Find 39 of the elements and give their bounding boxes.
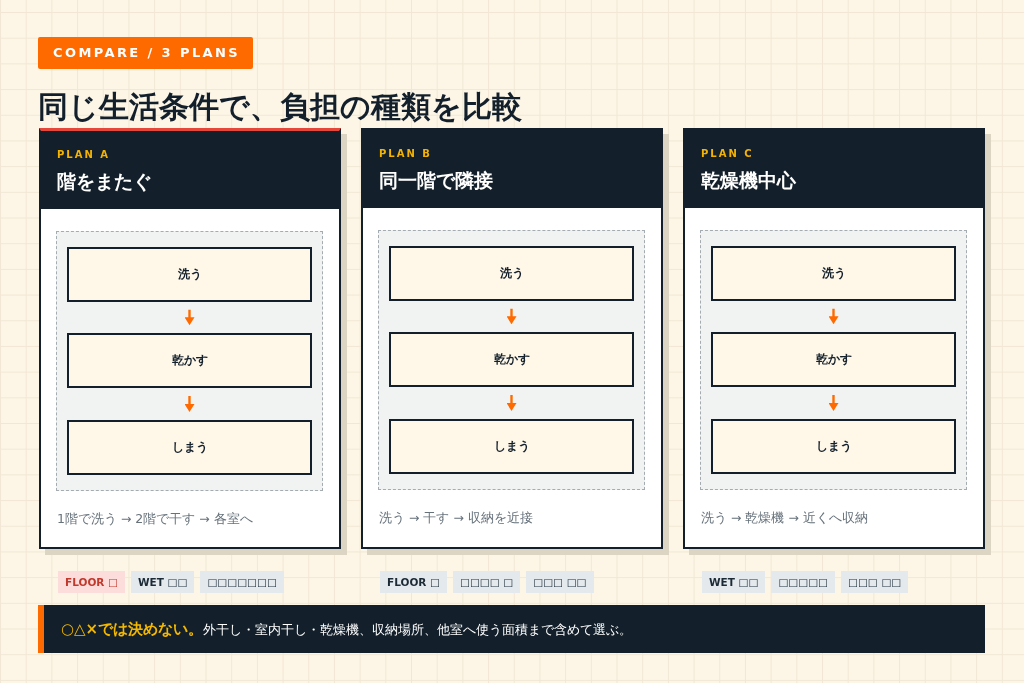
arrow <box>184 309 195 326</box>
page-title: 同じ生活条件で、負担の種類を比較 <box>38 89 522 125</box>
flow-panel <box>56 231 323 491</box>
flow-summary: 洗う → 乾燥機 → 近くへ収納 <box>701 510 868 527</box>
tag: FLOOR □ <box>380 571 447 593</box>
process-box: 洗う <box>389 246 634 301</box>
arrow <box>506 395 517 411</box>
process-box: 乾かす <box>67 333 312 388</box>
plan-title: 乾燥機中心 <box>701 168 796 193</box>
tag: WET □□ <box>131 571 195 593</box>
process-box: 乾かす <box>711 332 956 387</box>
flow-summary: 洗う → 干す → 収納を近接 <box>379 510 533 527</box>
plan-label: PLAN C <box>701 148 754 159</box>
tag: □□□ □□ <box>841 571 909 593</box>
process-box: 洗う <box>67 247 312 302</box>
plan-label: PLAN B <box>379 148 432 159</box>
flow-panel <box>378 230 645 490</box>
tag: □□□□□□□ <box>200 571 284 593</box>
process-box: しまう <box>711 419 956 474</box>
tag: WET □□ <box>702 571 766 593</box>
note-banner: ○△×では決めない。外干し・室内干し・乾燥機、収納場所、他室へ使う面積まで含めて選ぶ。 <box>38 605 985 653</box>
flow-panel <box>700 230 967 490</box>
tag: □□□□ □ <box>453 571 521 593</box>
plan-label: PLAN A <box>57 149 111 160</box>
flow-summary: 1階で洗う → 2階で干す → 各室へ <box>57 511 253 528</box>
plan-title: 階をまたぐ <box>57 169 152 194</box>
arrow <box>828 395 839 411</box>
process-box: 洗う <box>711 246 956 301</box>
tag: □□□□□ <box>771 571 836 593</box>
arrow <box>828 308 839 325</box>
process-box: しまう <box>389 419 634 474</box>
category-label: COMPARE / 3 PLANS <box>38 37 254 69</box>
plan-title: 同一階で隣接 <box>379 168 493 193</box>
arrow <box>184 396 195 412</box>
arrow <box>506 308 517 325</box>
process-box: しまう <box>67 420 312 475</box>
process-box: 乾かす <box>389 332 634 387</box>
tag: □□□ □□ <box>526 571 594 593</box>
tag: FLOOR □ <box>58 571 125 593</box>
